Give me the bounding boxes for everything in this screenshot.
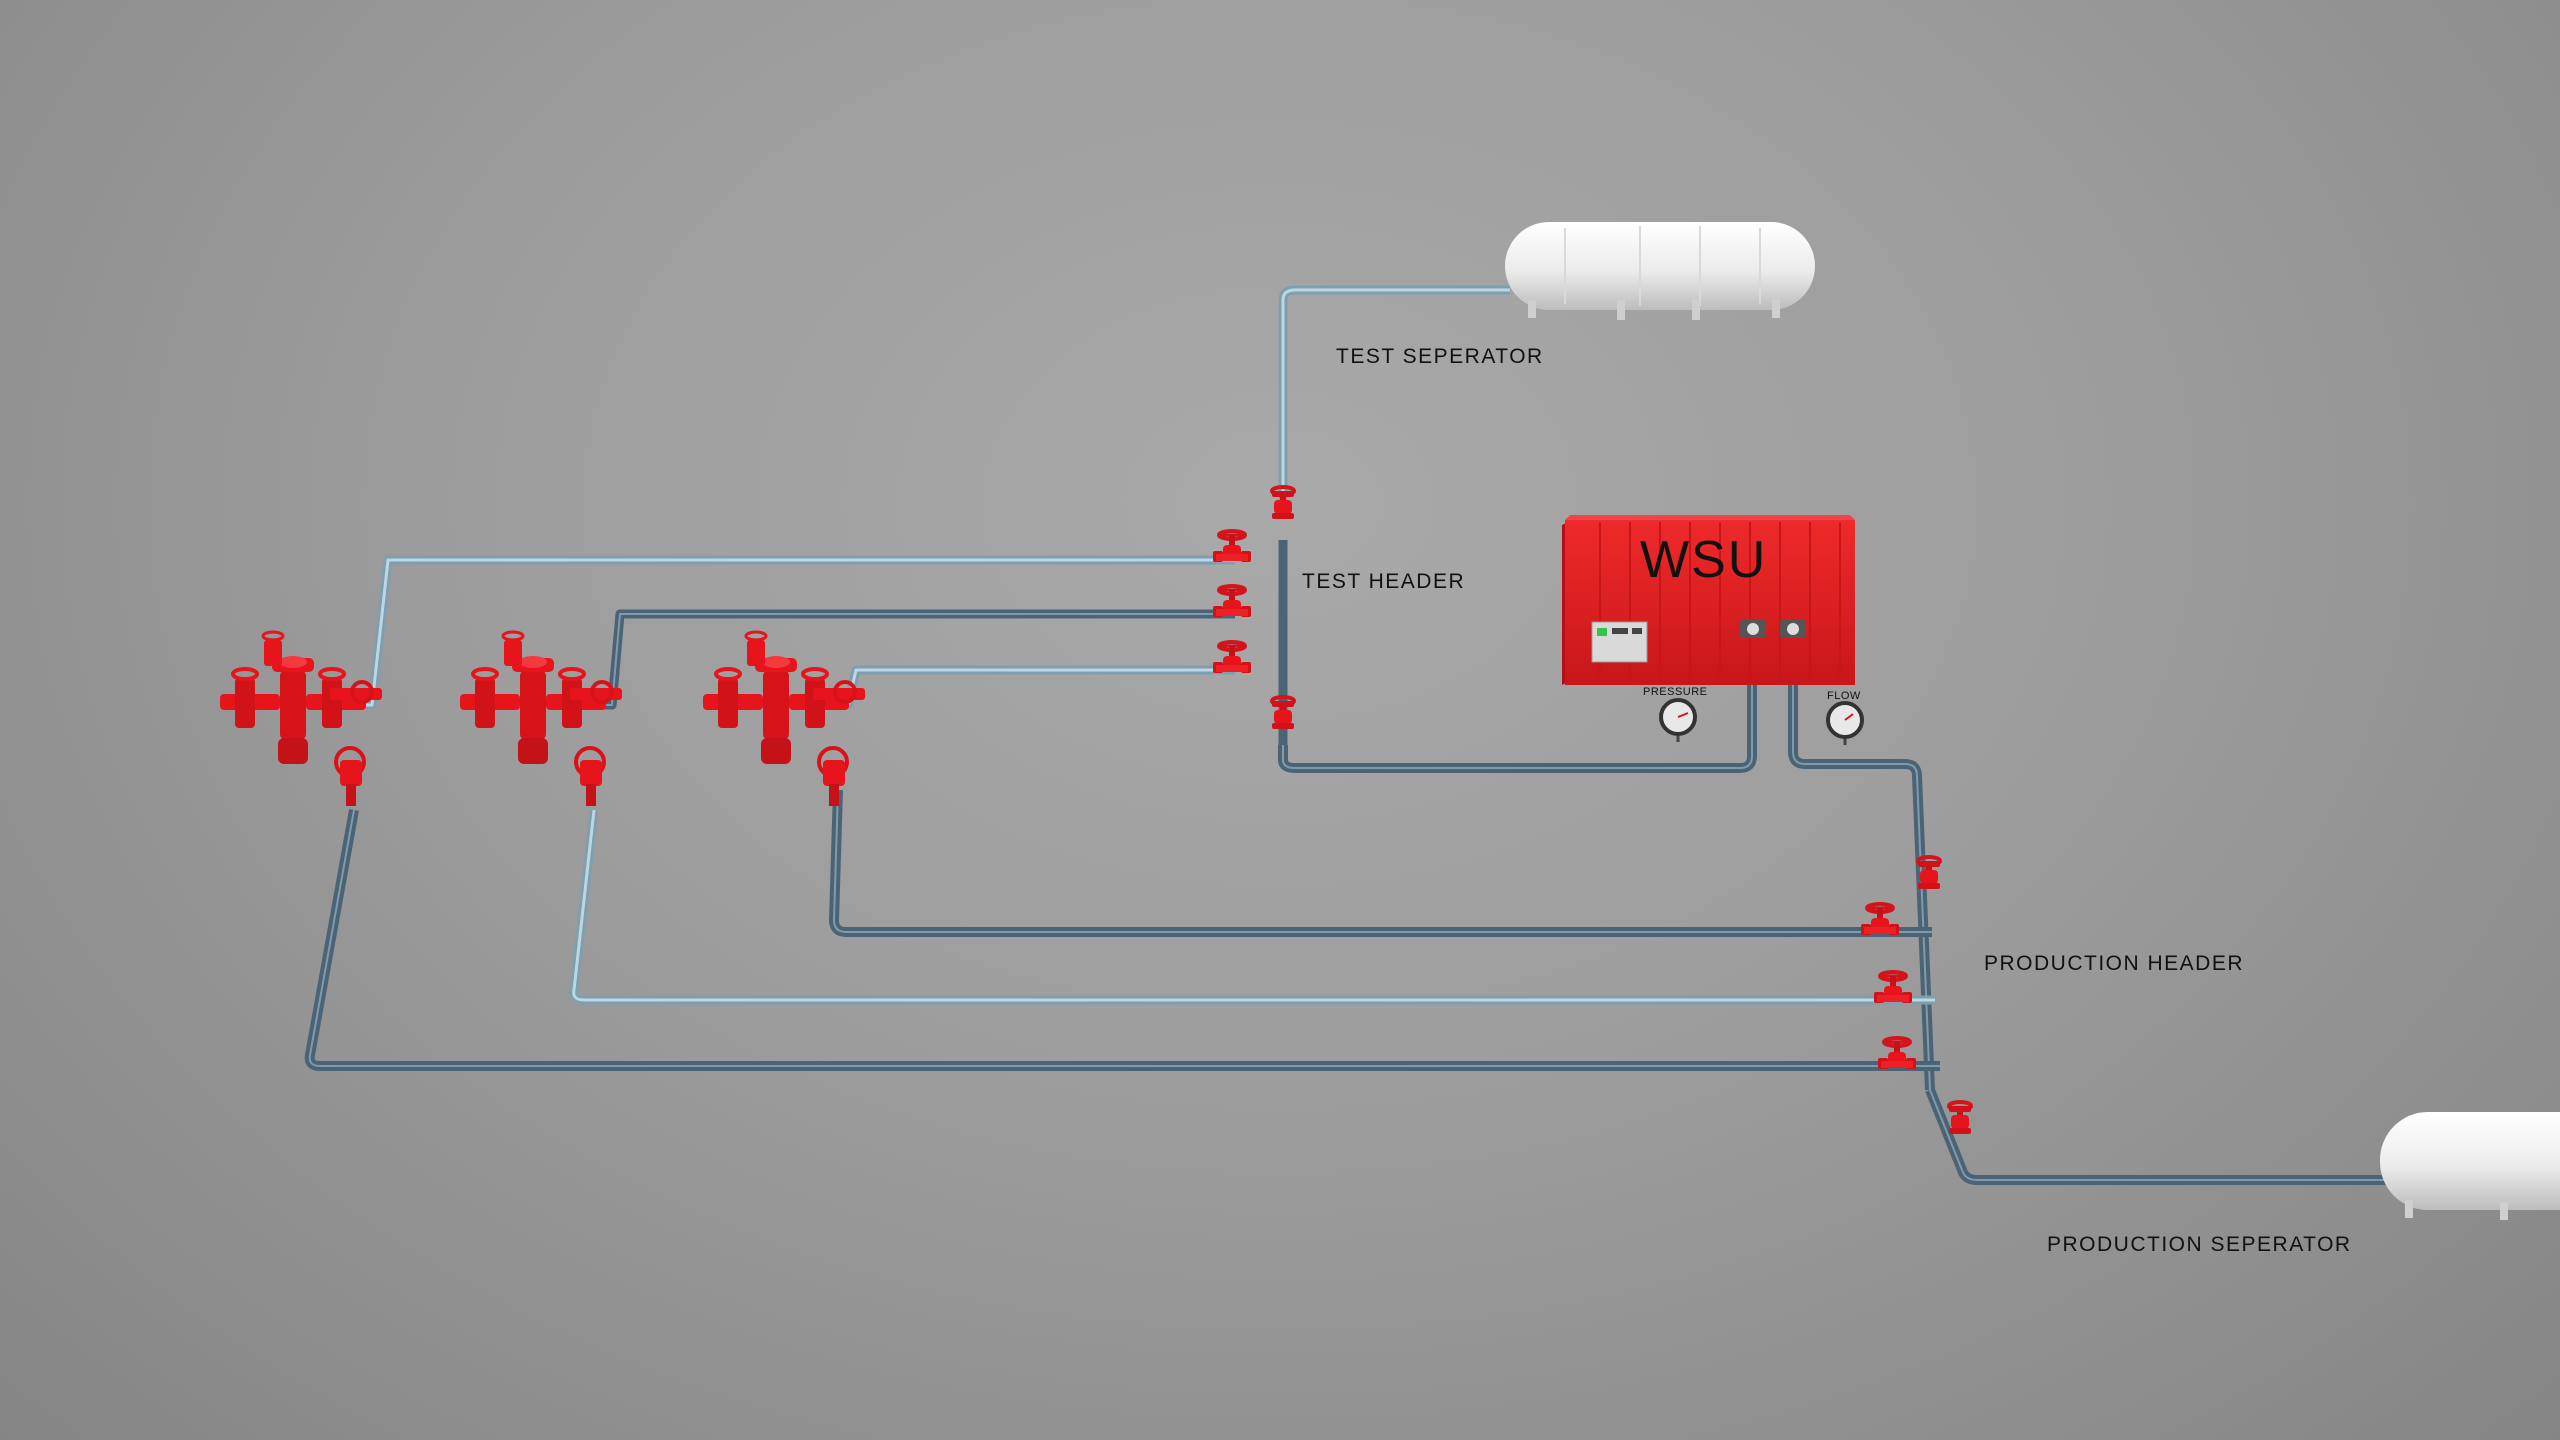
gate-valve-icon[interactable] <box>1872 970 1914 1005</box>
pipe-wsu-to-production-header <box>1788 632 1935 1091</box>
pipe-well2-to-production-header <box>569 809 1935 1005</box>
pipe-well3-to-production-header <box>829 789 1932 937</box>
pipe-well3-to-test-header <box>840 665 1235 710</box>
wsu-container-unit[interactable] <box>1562 515 1855 685</box>
gate-valve-icon[interactable] <box>1916 855 1942 891</box>
gate-valve-icon[interactable] <box>1211 529 1253 564</box>
wellhead-icon <box>460 630 622 806</box>
flow-gauge-label: FLOW <box>1827 690 1861 702</box>
production-separator-vessel-icon <box>2380 1112 2560 1220</box>
pipe-well1-to-production-header <box>304 809 1940 1071</box>
gate-valve-icon[interactable] <box>1270 485 1296 521</box>
test-header-label: TEST HEADER <box>1302 570 1466 593</box>
pipe-network <box>304 285 2390 1185</box>
pipe-to-production-separator <box>1925 1088 2390 1185</box>
production-header-label: PRODUCTION HEADER <box>1984 952 2245 975</box>
wsu-label: WSU <box>1640 531 1768 589</box>
wellhead-icon <box>220 630 382 806</box>
test-separator-vessel-icon <box>1505 222 1815 320</box>
pressure-gauge-label: PRESSURE <box>1643 686 1708 698</box>
gate-valve-icon[interactable] <box>1211 584 1253 619</box>
pressure-gauge-icon <box>1659 698 1697 742</box>
test-separator-label: TEST SEPERATOR <box>1336 345 1544 368</box>
pipe-to-test-separator <box>1278 285 1510 510</box>
production-separator-label: PRODUCTION SEPERATOR <box>2047 1233 2352 1256</box>
gate-valve-icon[interactable] <box>1270 695 1296 731</box>
gate-valve-icon[interactable] <box>1947 1100 1973 1136</box>
gate-valve-icon[interactable] <box>1859 902 1901 937</box>
flow-gauge-icon <box>1826 701 1864 745</box>
pipe-well2-to-test-header <box>600 609 1235 710</box>
gate-valve-icon[interactable] <box>1211 640 1253 675</box>
gate-valve-icon[interactable] <box>1876 1036 1918 1071</box>
wellhead-icon <box>703 630 865 806</box>
